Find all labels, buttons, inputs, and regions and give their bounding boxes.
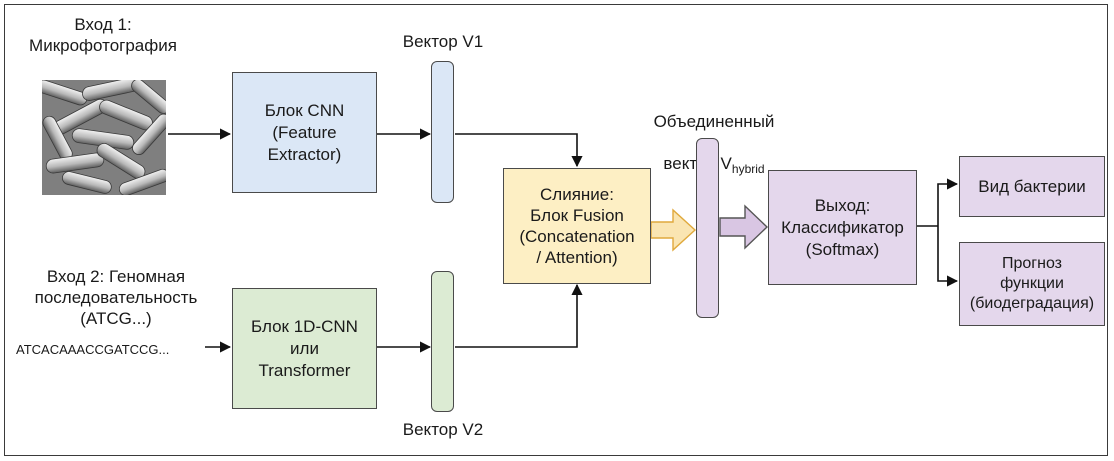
hybrid-vector-label-line1: Объединенный — [653, 112, 775, 131]
genome-sequence-text: ATCACAAACCGATCCG... — [16, 342, 170, 357]
arrow-v2-to-fusion — [455, 283, 583, 348]
classifier-block-label: Выход: Классификатор (Softmax) — [781, 195, 904, 259]
arrow-to-species — [937, 178, 959, 226]
diagram-frame — [4, 4, 1108, 456]
cnn-block: Блок CNN (Feature Extractor) — [232, 72, 377, 193]
arrow-v1-to-fusion — [455, 133, 583, 168]
seq-block: Блок 1D-CNN или Transformer — [232, 288, 377, 409]
fat-arrow-fusion-to-hybrid — [650, 208, 697, 252]
output-species-label: Вид бактерии — [978, 176, 1086, 196]
seq-block-label: Блок 1D-CNN или Transformer — [251, 316, 358, 380]
output-function-box: Прогноз функции (биодеградация) — [959, 242, 1105, 326]
input1-title: Вход 1: Микрофотография — [29, 15, 177, 55]
fusion-block-label: Слияние: Блок Fusion (Concatenation / At… — [519, 185, 635, 267]
hybrid-vector-subscript: hybrid — [731, 162, 765, 176]
classifier-block: Выход: Классификатор (Softmax) — [768, 170, 917, 285]
output-function-label: Прогноз функции (биодеградация) — [969, 255, 1095, 312]
cnn-block-label: Блок CNN (Feature Extractor) — [264, 100, 345, 164]
output-species-box: Вид бактерии — [959, 156, 1105, 217]
bacteria-micrograph-image — [42, 80, 166, 195]
vector2-label: Вектор V2 — [402, 420, 484, 439]
hybrid-vector-label: Объединенный вектор Vhybrid — [624, 90, 804, 176]
vector1-bar — [431, 61, 454, 203]
bacteria-micrograph-icon — [42, 80, 166, 195]
fat-arrow-hybrid-to-classifier — [719, 204, 769, 250]
arrow-to-function — [937, 226, 959, 287]
fusion-block: Слияние: Блок Fusion (Concatenation / At… — [503, 168, 651, 284]
vector1-label: Вектор V1 — [402, 32, 484, 51]
input2-title: Вход 2: Геномная последовательность (ATC… — [34, 267, 198, 328]
vector2-bar — [431, 271, 454, 412]
hybrid-vector-bar — [696, 138, 719, 318]
